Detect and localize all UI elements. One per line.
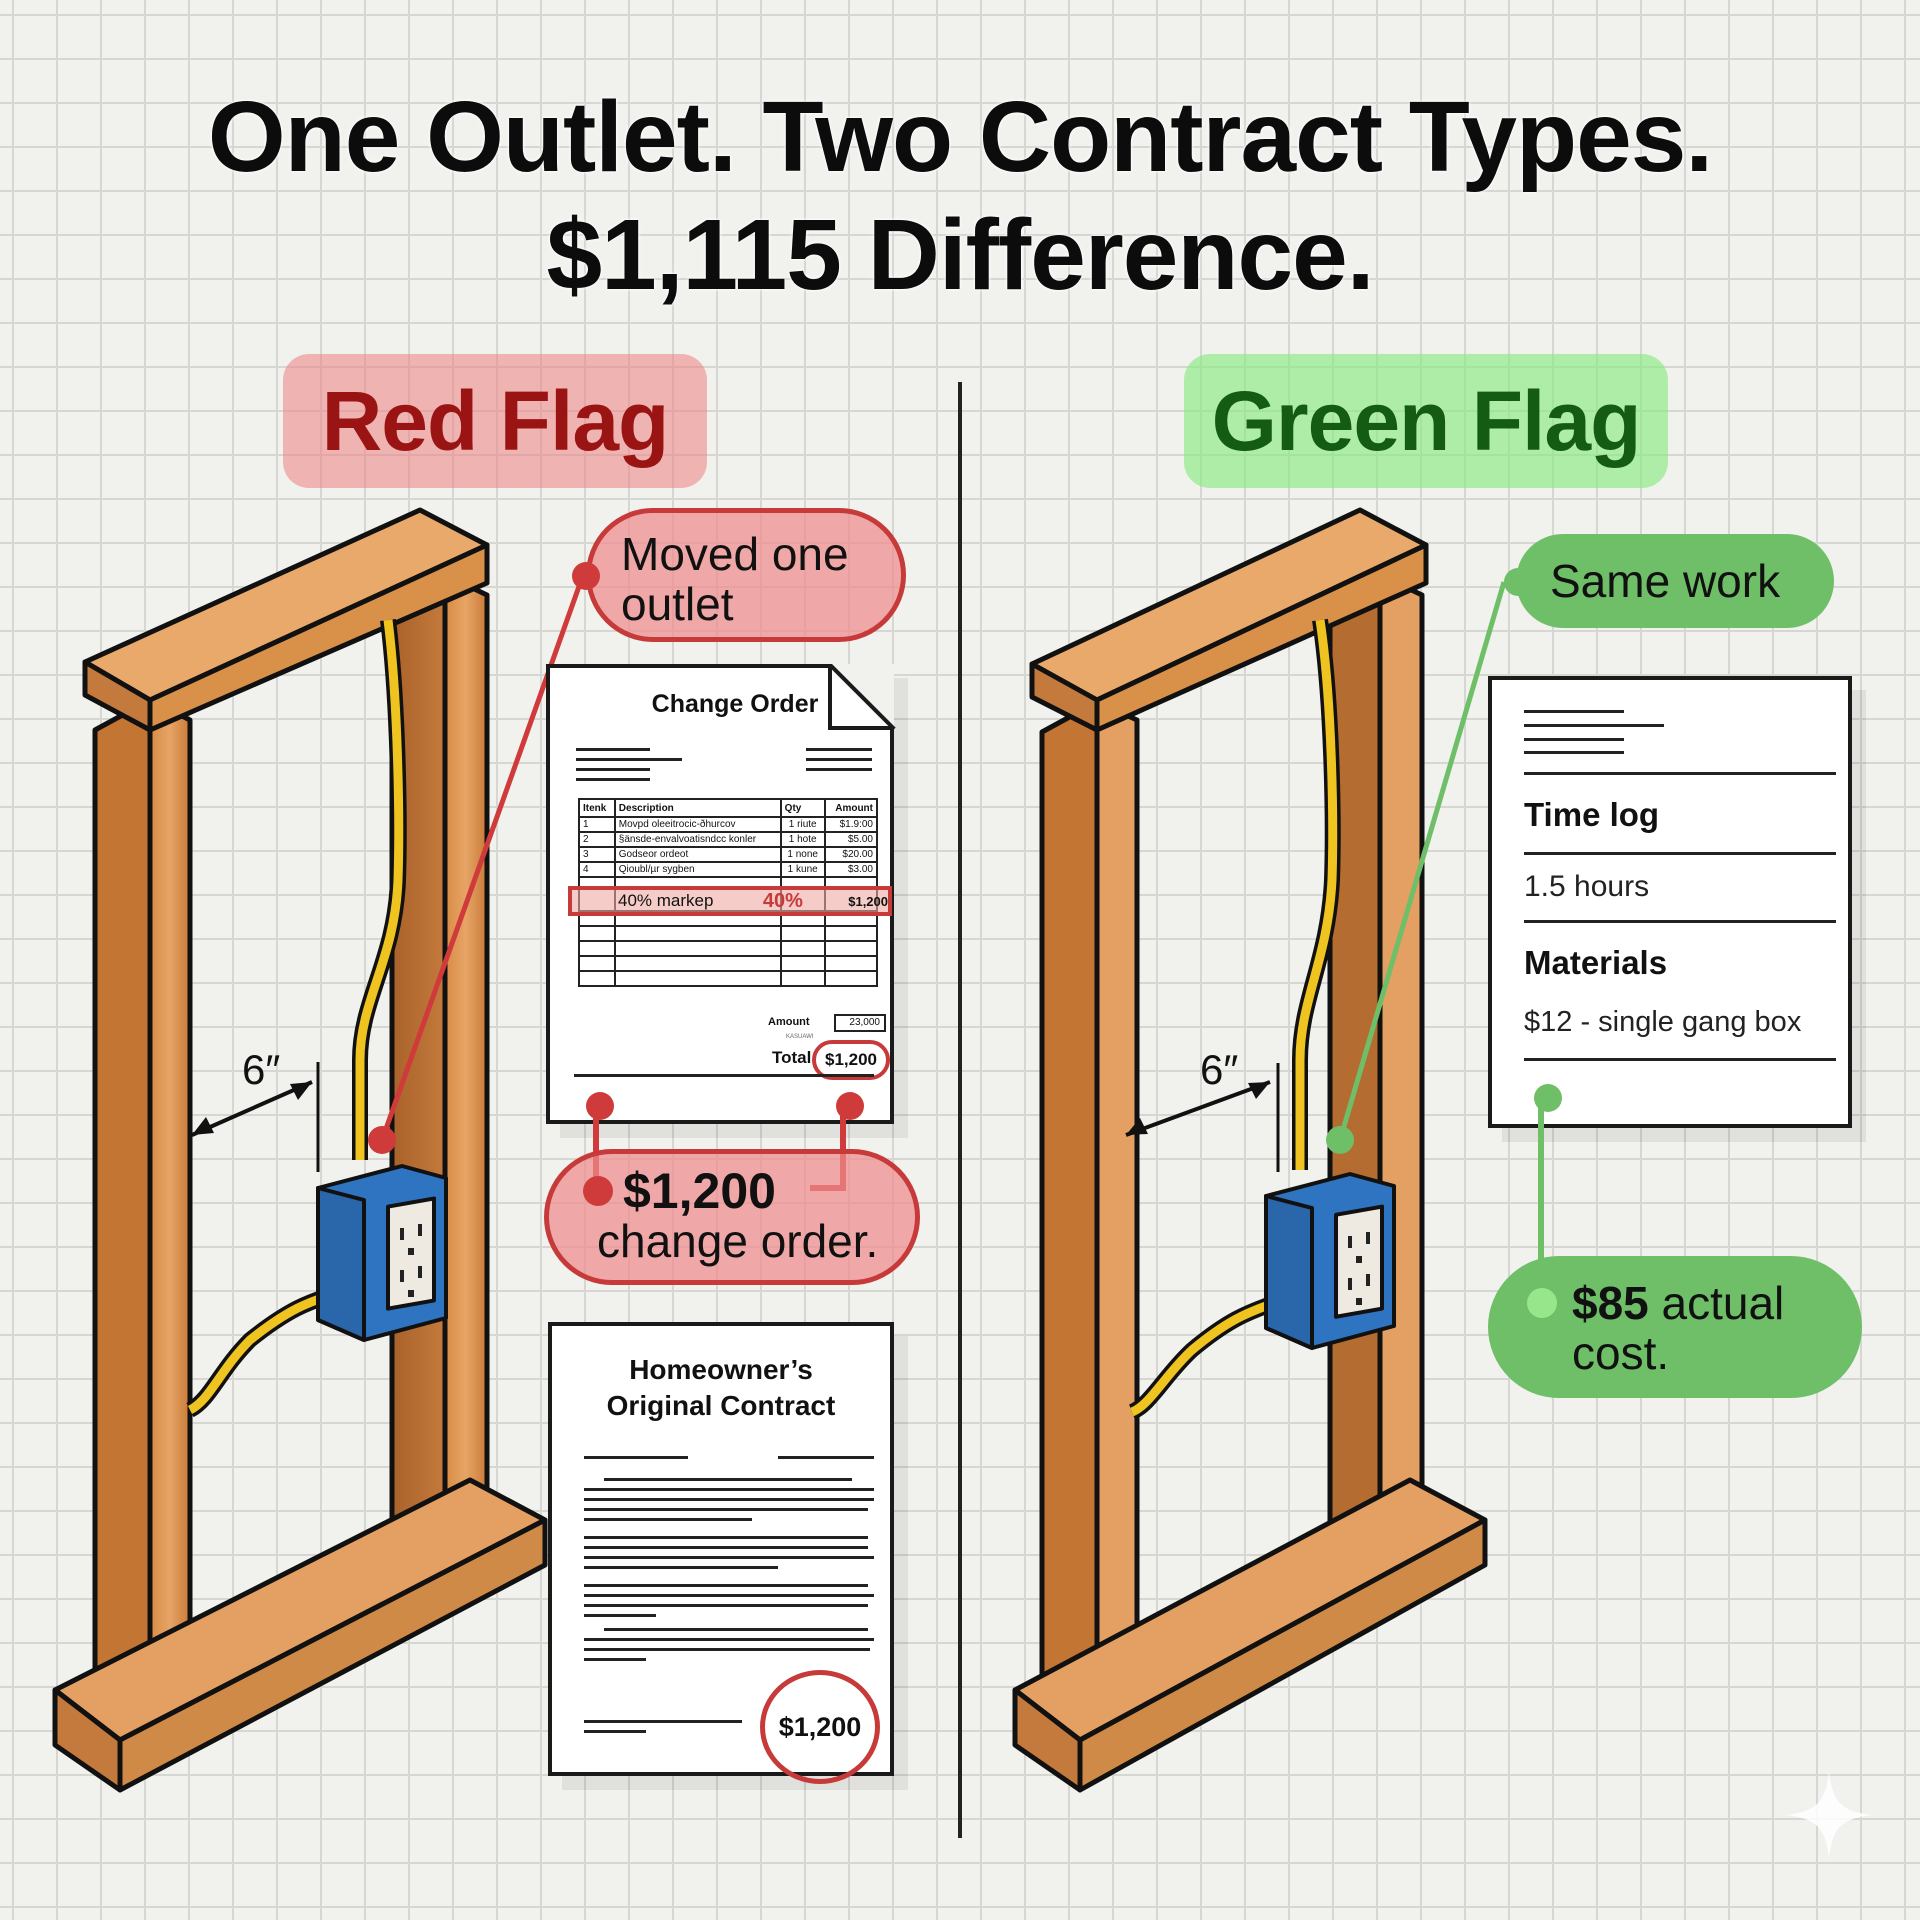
total-circled-value: $1,200 — [812, 1040, 890, 1080]
headline-line-1: One Outlet. Two Contract Types. — [207, 81, 1713, 193]
callout-anchor-dot — [572, 562, 600, 590]
contract-title: Homeowner’s Original Contract — [606, 1354, 836, 1421]
change-order-document: Change Order Itenk Description Qty Amoun… — [546, 664, 894, 1124]
callout-text-line2: outlet — [621, 578, 734, 630]
table-row: 4 Qioubl/µr sygben 1 kune $3.00 — [578, 861, 879, 878]
sparkle-watermark-icon — [1785, 1771, 1873, 1859]
change-order-title: Change Order — [651, 690, 819, 718]
table-row: 3 Godseor ordeot 1 none $20.00 — [578, 846, 879, 863]
time-log-document: Time log 1.5 hours Materials $12 - singl… — [1488, 676, 1852, 1128]
page-fold-icon — [828, 664, 894, 730]
panel-divider — [958, 382, 962, 1838]
red-flag-badge: Red Flag — [283, 354, 707, 488]
wood-frame — [52, 507, 548, 1793]
time-log-heading: Time log — [1524, 796, 1660, 833]
actual-cost-callout: $85 actual cost. — [1488, 1256, 1862, 1398]
callout-text-line1: Moved one — [621, 528, 849, 580]
time-log-value: 1.5 hours — [1524, 870, 1650, 903]
outlet-box — [316, 1164, 448, 1342]
right-dimension-label: 6″ — [1200, 1046, 1239, 1093]
table-row: 1 Movpd oleeitrocic-ðhurcov 1 riute $1.9… — [578, 816, 879, 833]
change-order-amount-callout: $1,200 change order. — [544, 1149, 920, 1285]
contract-circled-amount: $1,200 — [760, 1670, 880, 1784]
table-row: 2 §änsde-envalvoatisndcc konler 1 hote $… — [578, 831, 879, 848]
receptacle-slots — [400, 1224, 422, 1297]
amount-value-box: 23,000 — [834, 1014, 886, 1032]
original-contract-document: Homeowner’s Original Contract $1,200 — [548, 1322, 894, 1784]
materials-heading: Materials — [1524, 944, 1668, 981]
materials-value: $12 - single gang box — [1524, 1006, 1802, 1038]
outlet-box — [1264, 1172, 1396, 1350]
moved-outlet-callout: Moved one outlet — [586, 508, 906, 642]
headline-line-2: $1,115 Difference. — [546, 199, 1375, 311]
same-work-callout: Same work — [1516, 534, 1834, 628]
right-wall-frame-illustration — [1012, 507, 1507, 1793]
markup-highlight-row: 40% markep 40% $1,200 — [568, 886, 892, 916]
left-dimension-label: 6″ — [242, 1046, 281, 1093]
green-flag-badge: Green Flag — [1184, 354, 1668, 488]
dimension-arrow-icon — [191, 1080, 313, 1137]
